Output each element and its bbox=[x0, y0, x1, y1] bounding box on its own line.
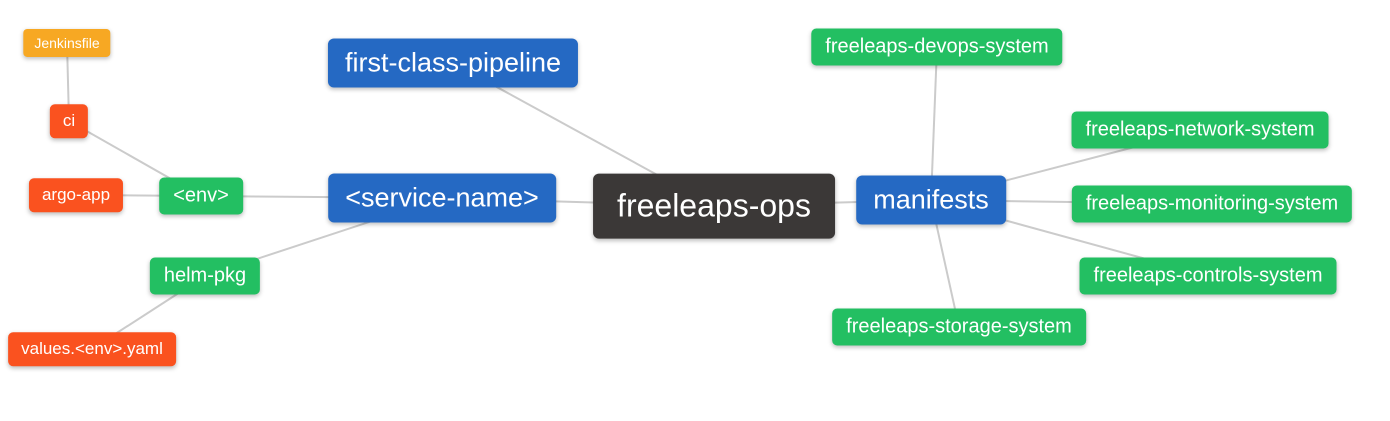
mindmap-node-first-class-pipeline[interactable]: first-class-pipeline bbox=[327, 38, 579, 88]
mindmap-node-service-name[interactable]: <service-name> bbox=[328, 173, 556, 223]
mindmap-node-storage-system[interactable]: freeleaps-storage-system bbox=[832, 308, 1086, 346]
mindmap-node-monitoring-system[interactable]: freeleaps-monitoring-system bbox=[1071, 185, 1353, 223]
mindmap-node-values-env-yaml[interactable]: values.<env>.yaml bbox=[8, 332, 176, 366]
mindmap-node-network-system[interactable]: freeleaps-network-system bbox=[1071, 111, 1329, 149]
mindmap-node-devops-system[interactable]: freeleaps-devops-system bbox=[811, 28, 1063, 66]
mindmap-node-manifests[interactable]: manifests bbox=[856, 175, 1006, 225]
mindmap-node-helm-pkg[interactable]: helm-pkg bbox=[149, 257, 261, 295]
mindmap-node-argo-app[interactable]: argo-app bbox=[28, 178, 124, 212]
edge-line-manifests--devops-system bbox=[930, 46, 938, 201]
mindmap-node-jenkinsfile[interactable]: Jenkinsfile bbox=[23, 28, 111, 58]
mindmap-node-ci[interactable]: ci bbox=[49, 104, 89, 138]
mindmap-node-freeleaps-ops[interactable]: freeleaps-ops bbox=[593, 173, 835, 239]
mindmap-node-controls-system[interactable]: freeleaps-controls-system bbox=[1079, 257, 1337, 295]
mindmap-node-env[interactable]: <env> bbox=[159, 177, 243, 215]
